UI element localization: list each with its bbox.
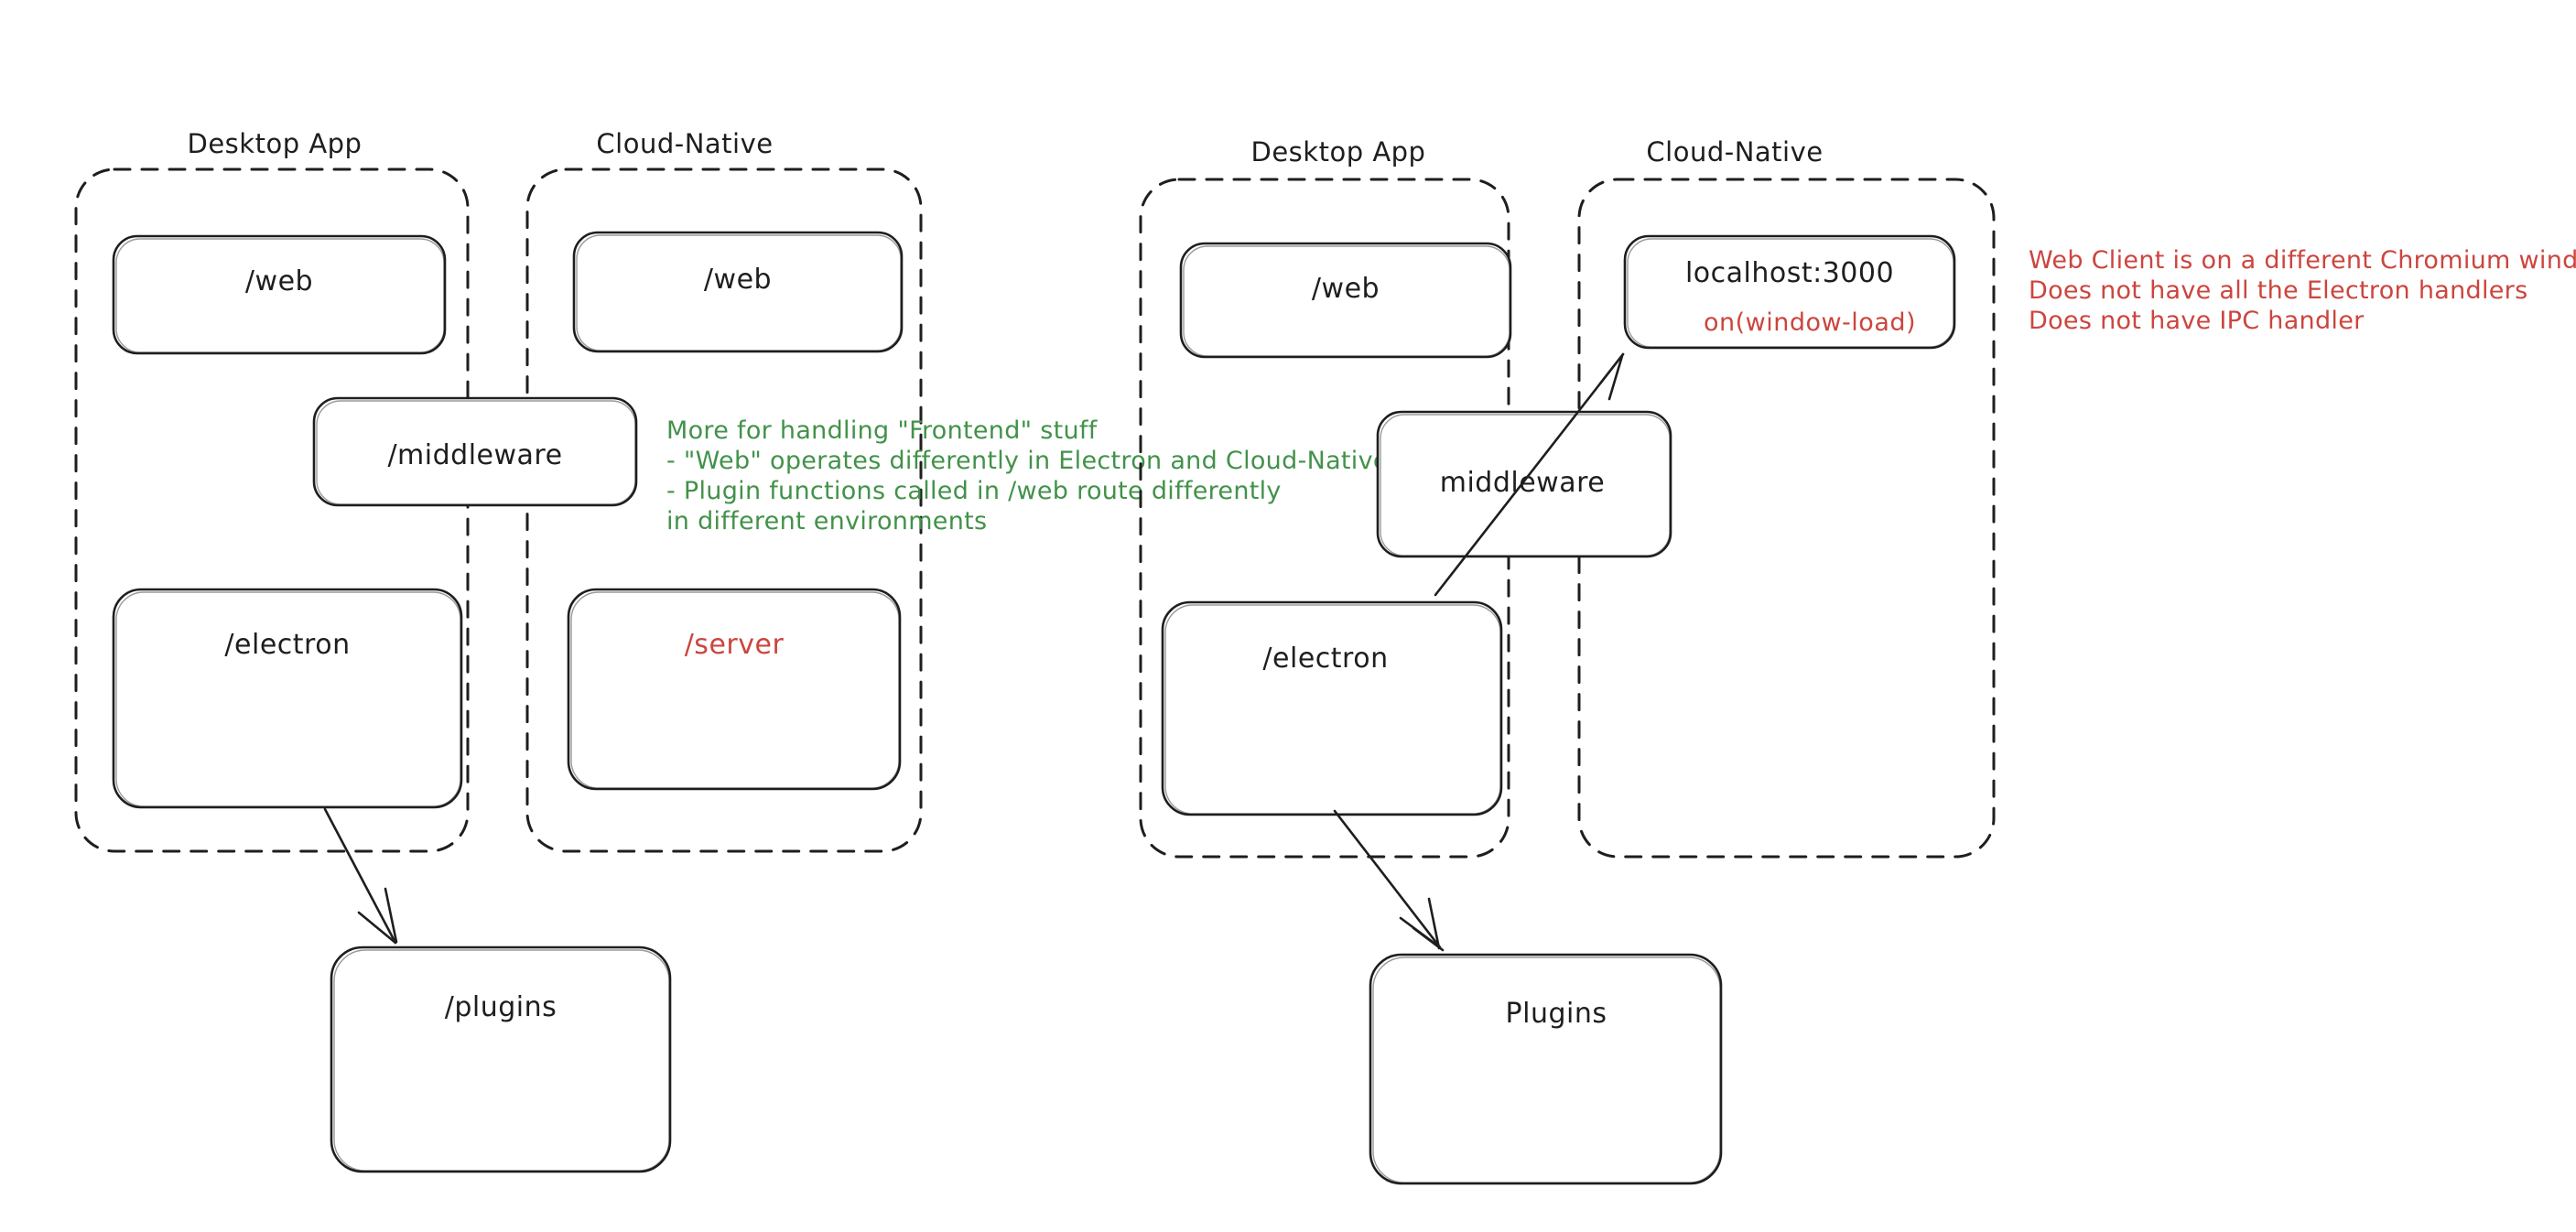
left-cloud-native-title: Cloud-Native — [596, 128, 773, 159]
localhost-label: localhost:3000 — [1685, 257, 1894, 289]
plugins-label-right: Plugins — [1506, 998, 1607, 1030]
electron-box-right — [1161, 600, 1503, 816]
red-note-line-1: Web Client is on a different Chromium wi… — [2029, 246, 2576, 275]
web-label-left-desktop: /web — [245, 265, 313, 297]
web-box-right-sketch — [1183, 245, 1510, 357]
right-desktop-app-container — [1139, 178, 1510, 859]
server-box-left — [567, 588, 902, 791]
green-note-line-2: - "Web" operates differently in Electron… — [666, 447, 1389, 475]
plugins-label-left: /plugins — [445, 991, 557, 1023]
web-box-left-cloud-sketch — [576, 234, 902, 351]
left-desktop-app-title: Desktop App — [188, 128, 363, 159]
window-load-label: on(window-load) — [1704, 308, 1916, 337]
green-note-line-4: in different environments — [666, 507, 987, 535]
web-label-left-cloud: /web — [704, 264, 772, 296]
arrow-electron-to-plugins-right — [1333, 809, 1445, 952]
server-box-left-sketch — [570, 591, 900, 789]
server-label-left: /server — [685, 629, 785, 661]
middleware-box-right — [1376, 410, 1672, 558]
middleware-box-left-sketch — [316, 400, 636, 505]
red-note-line-3: Does not have IPC handler — [2029, 307, 2365, 335]
left-diagram: Desktop App Cloud-Native /web /web /midd… — [74, 128, 1389, 1173]
arrow-electron-to-plugins-left — [323, 807, 398, 945]
web-label-right: /web — [1312, 273, 1380, 305]
web-box-right — [1179, 242, 1512, 359]
plugins-box-right — [1369, 953, 1723, 1185]
web-box-left-desktop — [112, 234, 447, 355]
arrow-electron-to-localhost — [1434, 352, 1625, 597]
right-diagram: Desktop App Cloud-Native /web localhost:… — [1139, 136, 2576, 1185]
red-note-line-2: Does not have all the Electron handlers — [2029, 276, 2527, 305]
electron-label-left: /electron — [224, 629, 350, 661]
middleware-box-left — [312, 396, 638, 507]
web-box-left-cloud — [572, 231, 904, 353]
plugins-box-left-sketch — [333, 949, 670, 1172]
electron-box-right-sketch — [1164, 604, 1501, 815]
electron-label-right: /electron — [1262, 643, 1388, 675]
red-note: Web Client is on a different Chromium wi… — [2029, 246, 2576, 335]
localhost-box — [1623, 234, 1956, 350]
middleware-label-left: /middleware — [387, 439, 562, 471]
electron-box-left-sketch — [115, 591, 461, 807]
middleware-box-right-sketch — [1380, 414, 1671, 557]
right-cloud-native-title: Cloud-Native — [1646, 136, 1823, 168]
right-desktop-app-title: Desktop App — [1251, 136, 1426, 168]
green-note: More for handling "Frontend" stuff - "We… — [666, 416, 1389, 535]
electron-box-left — [112, 588, 463, 809]
plugins-box-right-sketch — [1372, 956, 1721, 1183]
localhost-box-sketch — [1627, 238, 1954, 348]
left-desktop-app-container — [74, 168, 470, 853]
web-box-left-desktop-sketch — [115, 238, 445, 353]
plugins-box-left — [330, 946, 672, 1173]
green-note-line-3: - Plugin functions called in /web route … — [666, 477, 1282, 505]
green-note-line-1: More for handling "Frontend" stuff — [666, 416, 1099, 445]
